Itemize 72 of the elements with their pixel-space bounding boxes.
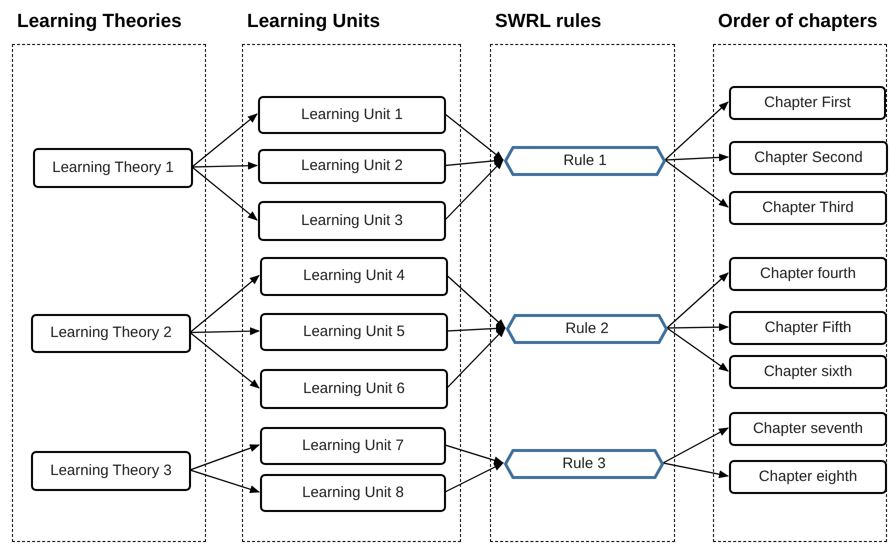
box-label: Learning Theory 1 [52,158,174,178]
arrow [666,323,729,332]
arrow [444,462,504,493]
box-label: Learning Unit 2 [301,156,403,176]
box-label: Chapter Fifth [764,318,852,338]
rounded-box [31,314,191,353]
box-label: Chapter fourth [760,264,856,284]
box-label: Chapter eighth [758,466,858,487]
rounded-box [260,257,448,296]
arrow [664,153,729,162]
arrow [446,327,506,388]
box-label: Chapter sixth [764,362,852,382]
arrow [190,444,260,471]
box-label: Learning Unit 5 [303,322,405,342]
column-heading: SWRL rules [495,10,602,34]
arrow [662,462,729,478]
box-label: Learning Unit 8 [302,482,404,503]
rule-label: Rule 2 [565,318,609,339]
rounded-box [729,412,887,446]
rounded-box [729,460,887,494]
rounded-box [258,96,446,134]
arrow [190,327,260,336]
box-label: Learning Theory 2 [50,323,172,344]
arrow [666,328,729,372]
rounded-box [260,474,446,512]
arrow [444,444,504,464]
arrow [444,159,504,220]
arrow [666,272,729,328]
arrow [190,332,260,389]
rounded-box [729,311,887,345]
box-label: Chapter seventh [752,418,864,439]
box-label: Learning Theory 3 [50,460,172,481]
arrow [192,113,258,168]
rule-hexagon [506,314,668,344]
box-label: Chapter First [764,92,851,113]
box-label: Learning Unit 6 [303,378,405,399]
rounded-box [260,427,446,465]
column-heading: Order of chapters [718,10,878,34]
arrow [664,160,729,208]
rule-hexagon [504,449,664,479]
rounded-box [260,313,448,351]
rounded-box [258,201,446,241]
box-label: Chapter Second [754,148,863,168]
rounded-box [260,369,448,409]
rule-hexagon [504,146,666,176]
rounded-box [729,86,886,120]
rounded-box [729,257,887,291]
column-heading: Learning Units [247,10,380,34]
rounded-box [729,191,887,225]
arrow [444,156,504,166]
rounded-box [729,355,887,389]
arrow [444,114,504,161]
rule-label: Rule 3 [562,454,606,474]
arrow [664,101,729,160]
arrow [192,162,258,170]
rounded-box [258,149,446,184]
arrow [190,469,260,494]
rounded-box [33,148,193,188]
rounded-box [31,451,191,491]
box-label: Learning Unit 4 [303,266,405,286]
column-heading: Learning Theories [17,10,182,34]
box-label: Chapter Third [762,198,854,218]
arrow [446,324,506,332]
arrow [192,166,258,221]
box-label: Learning Unit 1 [301,104,403,125]
arrow [662,427,729,464]
arrow [190,274,260,333]
arrow [446,275,506,329]
rule-label: Rule 1 [563,150,607,171]
box-label: Learning Unit 7 [302,436,404,456]
box-label: Learning Unit 3 [301,210,403,231]
rounded-box [729,141,888,175]
